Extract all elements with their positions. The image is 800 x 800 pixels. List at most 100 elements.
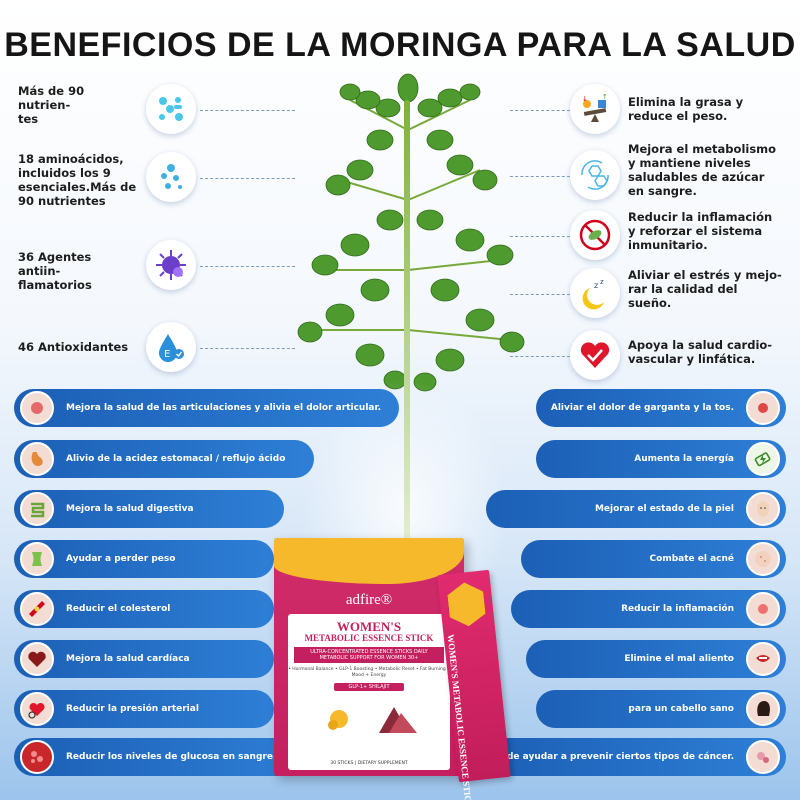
left-item-anti-inflammatory: 36 Agentes antiin- flamatorios [18,250,218,292]
benefit-pill-joints: Mejora la salud de las articulaciones y … [14,389,399,427]
organ-heart-icon [20,642,54,676]
connector-line [200,110,295,111]
product-band: ULTRA-CONCENTRATED ESSENCE STICKS DAILY … [294,647,444,663]
benefit-pill-blood-pressure: Reducir la presión arterial [14,690,274,728]
connector-line [510,294,570,295]
benefit-pill-hair: para un cabello sano [536,690,786,728]
moringa-plant [297,73,525,400]
pill-text: Reducir los niveles de glucosa en sangre… [66,752,277,762]
artery-icon [20,592,54,626]
scale-icon: ↓↑ [570,84,620,134]
benefit-pill-inflammation: Reducir la inflamación [511,590,786,628]
left-item-antioxidants: 46 Antioxidantes [18,340,218,354]
pill-text: Mejora la salud digestiva [66,504,194,514]
knee-icon [20,391,54,425]
benefit-pill-energy: Aumenta la energía [536,440,786,478]
pill-text: Aumenta la energía [634,454,734,464]
connector-line [510,356,570,357]
pill-text: Mejora la salud cardíaca [66,654,190,664]
svg-text:E: E [164,349,170,360]
waist-icon [20,542,54,576]
benefit-pill-skin: Mejorar el estado de la piel [486,490,786,528]
face-icon [746,492,780,526]
acne-icon [746,542,780,576]
left-item-amino: 18 aminoácidos, incluidos los 9 esencial… [18,152,218,208]
left-item-text: 46 Antioxidantes [18,340,129,354]
anti-inflammatory-icon [146,240,196,290]
right-item-text: Mejora el metabolismo y mantiene niveles… [628,142,777,198]
right-item-immune: Reducir la inflamación y reforzar el sis… [628,210,793,252]
honey-mountain-illustration [328,707,417,733]
benefit-pill-weight: Ayudar a perder peso [14,540,274,578]
inflamed-skin-icon [746,592,780,626]
left-item-text: 18 aminoácidos, incluidos los 9 esencial… [18,152,137,208]
connector-line [510,110,570,111]
plant-stem [404,100,410,560]
product-glp: GLP-1+ SHILAJIT [334,683,404,691]
left-item-nutrients: Más de 90 nutrien- tes [18,84,218,126]
metabolism-icon [570,150,620,200]
honey-drip [274,538,464,584]
svg-text:↓: ↓ [582,95,588,103]
right-item-text: Aliviar el estrés y mejo- rar la calidad… [628,268,782,310]
pill-text: Ayudar a perder peso [66,554,176,564]
honeycomb-graphic [446,581,486,629]
immune-icon [570,210,620,260]
intestine-icon [20,492,54,526]
product-footer: 30 STICKS | DIETARY SUPPLEMENT [330,761,408,766]
heart-icon [570,330,620,380]
product-label: WOMEN'S METABOLIC ESSENCE STICK ULTRA-CO… [288,614,450,770]
page-title: BENEFICIOS DE LA MORINGA PARA LA SALUD [4,26,796,64]
pill-text: Reducir la inflamación [621,604,734,614]
right-item-metabolism: Mejora el metabolismo y mantiene niveles… [628,142,793,198]
pill-text: Puede ayudar a prevenir ciertos tipos de… [487,752,734,762]
connector-line [510,176,570,177]
right-item-text: Elimina la grasa y reduce el peso. [628,95,744,123]
blood-pressure-icon [20,692,54,726]
svg-text:↑: ↑ [602,93,608,101]
stomach-icon [20,442,54,476]
brand-logo: adfire® [345,592,393,608]
mouth-icon [746,642,780,676]
nutrients-icon [146,84,196,134]
pill-text: Mejorar el estado de la piel [594,504,734,514]
hair-icon [746,692,780,726]
right-item-text: Reducir la inflamación y reforzar el sis… [628,210,773,252]
battery-icon [746,442,780,476]
pill-text: Reducir la presión arterial [66,704,199,714]
connector-line [200,266,295,267]
product-features: • Hormonal Balance • GLP-1 Boosting • Me… [288,667,450,678]
benefit-pill-heartburn: Alivio de la acidez estomacal / reflujo … [14,440,314,478]
benefit-pill-heart: Mejora la salud cardíaca [14,640,274,678]
amino-acids-icon [146,152,196,202]
svg-text:z: z [600,278,604,286]
throat-icon [746,391,780,425]
connector-line [510,236,570,237]
pill-text: Elimine el mal aliento [624,654,734,664]
pill-text: Combate el acné [649,554,734,564]
left-item-text: 36 Agentes antiin- flamatorios [18,250,92,292]
pill-text: Reducir el colesterol [66,604,171,614]
product-subtitle: METABOLIC ESSENCE STICK [304,633,434,643]
antioxidant-icon: E [146,322,196,372]
cells-icon [746,740,780,774]
connector-line [200,178,295,179]
svg-text:z: z [594,281,598,290]
benefit-pill-cholesterol: Reducir el colesterol [14,590,274,628]
left-item-text: Más de 90 nutrien- tes [18,84,85,126]
pill-text: para un cabello sano [628,704,734,714]
benefit-pill-throat: Aliviar el dolor de garganta y la tos. [536,389,786,427]
right-item-cardio: Apoya la salud cardio- vascular y linfát… [628,338,793,366]
product-title: WOMEN'S [336,619,402,634]
pill-text: Mejora la salud de las articulaciones y … [66,403,382,413]
right-item-fat: Elimina la grasa y reduce el peso. [628,95,793,123]
benefit-pill-cancer: Puede ayudar a prevenir ciertos tipos de… [486,738,786,776]
right-item-sleep: Aliviar el estrés y mejo- rar la calidad… [628,268,793,310]
product-box: adfire® WOMEN'S METABOLIC ESSENCE STICK … [274,538,464,776]
right-item-text: Apoya la salud cardio- vascular y linfát… [628,338,773,366]
benefit-pill-breath: Elimine el mal aliento [526,640,786,678]
connector-line [200,348,295,349]
benefit-pill-digestive: Mejora la salud digestiva [14,490,284,528]
pill-text: Aliviar el dolor de garganta y la tos. [550,403,734,413]
